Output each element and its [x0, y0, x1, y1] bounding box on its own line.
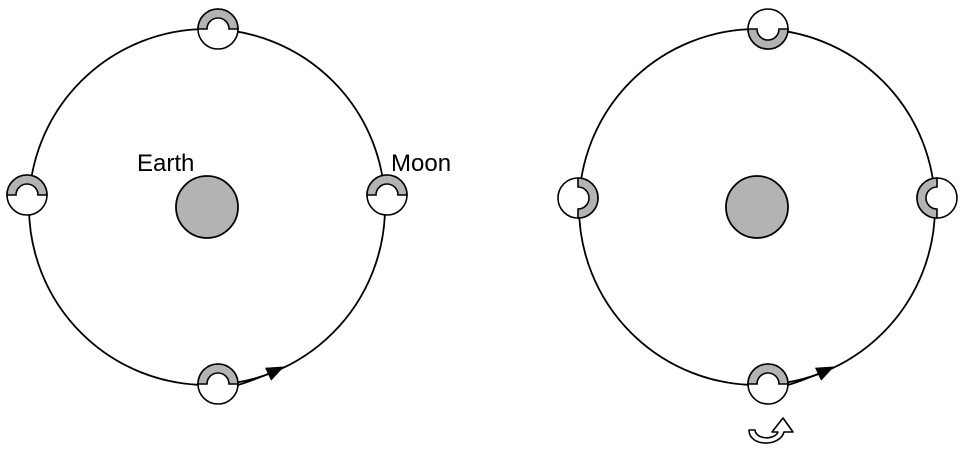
left-moon-right: [367, 175, 407, 215]
left-moon-bottom: [198, 364, 238, 404]
rotation-arrow-icon: [749, 418, 793, 443]
left-earth: [176, 176, 238, 238]
left-moon-top: [198, 9, 238, 49]
right-earth: [726, 176, 788, 238]
right-moon-right: [917, 178, 957, 218]
right-moon-left: [558, 178, 598, 218]
right-orbit-direction-arrow: [788, 368, 831, 385]
earth-label: Earth: [137, 150, 194, 177]
moon-label: Moon: [391, 150, 451, 177]
left-moon-left: [7, 175, 47, 215]
right-moon-top: [748, 9, 788, 49]
left-orbit-direction-arrow: [238, 368, 281, 385]
right-moon-bottom: [748, 364, 788, 404]
left-panel: Earth Moon: [7, 9, 451, 404]
right-panel: [558, 9, 957, 443]
